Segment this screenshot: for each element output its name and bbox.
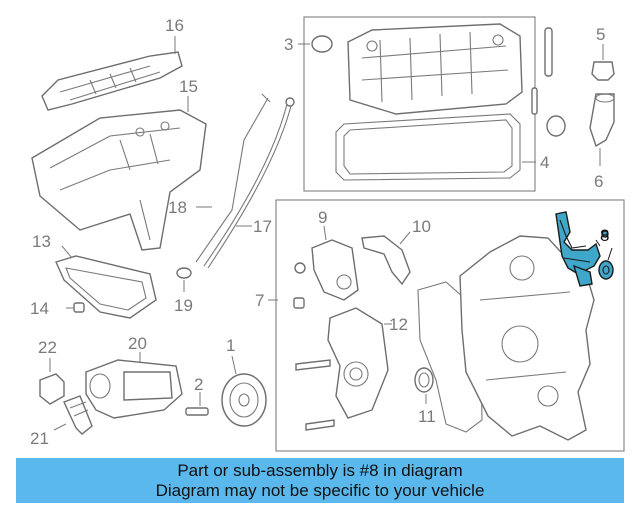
callout-19[interactable]: 19 bbox=[174, 296, 193, 315]
callout-22[interactable]: 22 bbox=[38, 338, 57, 357]
callout-9[interactable]: 9 bbox=[318, 208, 327, 227]
part-12-water-pump[interactable] bbox=[295, 307, 392, 431]
timing-cover bbox=[459, 235, 595, 441]
part-16-windage-tray[interactable] bbox=[41, 51, 183, 111]
banner-line-1: Part or sub-assembly is #8 in diagram bbox=[177, 461, 463, 480]
callout-14[interactable]: 14 bbox=[30, 299, 49, 318]
part-10-coolant-hose[interactable] bbox=[361, 231, 411, 286]
callout-21[interactable]: 21 bbox=[30, 429, 49, 448]
info-banner: Part or sub-assembly is #8 in diagram Di… bbox=[16, 458, 624, 503]
callout-12[interactable]: 12 bbox=[389, 315, 408, 334]
part-5-oil-filler-cap[interactable] bbox=[591, 44, 615, 81]
callout-7[interactable]: 7 bbox=[255, 291, 264, 310]
callout-8[interactable]: 8 bbox=[600, 226, 609, 245]
callout-18[interactable]: 18 bbox=[168, 198, 187, 217]
part-14-drain-plug[interactable] bbox=[66, 302, 85, 313]
callout-20[interactable]: 20 bbox=[128, 334, 147, 353]
part-15-oil-pan-upper[interactable] bbox=[31, 109, 207, 251]
part-3-cap-seal[interactable] bbox=[311, 35, 333, 53]
callout-5[interactable]: 5 bbox=[596, 25, 605, 44]
part-3-valve-cover[interactable] bbox=[347, 23, 523, 115]
callout-16[interactable]: 16 bbox=[165, 16, 184, 35]
timing-cover-gasket bbox=[417, 281, 483, 433]
callout-11[interactable]: 11 bbox=[418, 407, 436, 426]
valve-cover-fasteners bbox=[531, 27, 566, 137]
part-17-dipstick-tube[interactable] bbox=[203, 97, 295, 269]
banner-line-2: Diagram may not be specific to your vehi… bbox=[155, 481, 485, 500]
part-2-bolt[interactable] bbox=[185, 392, 209, 416]
part-20-oil-filter-housing[interactable] bbox=[85, 352, 183, 419]
group-box-7 bbox=[275, 199, 625, 452]
callout-13[interactable]: 13 bbox=[32, 232, 51, 251]
part-19-o-ring[interactable] bbox=[176, 267, 192, 292]
callout-15[interactable]: 15 bbox=[179, 77, 198, 96]
callout-1[interactable]: 1 bbox=[226, 336, 235, 355]
part-4-valve-cover-gasket[interactable] bbox=[335, 113, 521, 181]
part-21-oil-filter[interactable] bbox=[53, 395, 93, 435]
part-1-crankshaft-pulley[interactable] bbox=[221, 355, 267, 427]
part-9-thermostat-housing[interactable] bbox=[293, 225, 359, 309]
callout-17[interactable]: 17 bbox=[253, 217, 272, 236]
part-6-oil-filler-tube[interactable] bbox=[589, 93, 615, 166]
callout-6[interactable]: 6 bbox=[594, 172, 603, 191]
part-8-highlighted[interactable] bbox=[555, 211, 614, 287]
callout-4[interactable]: 4 bbox=[540, 153, 549, 172]
part-13-oil-pan-lower[interactable] bbox=[55, 255, 157, 319]
callout-3[interactable]: 3 bbox=[284, 35, 293, 54]
part-11-seal[interactable] bbox=[414, 367, 434, 404]
part-22-oil-filter-cap[interactable] bbox=[39, 358, 65, 405]
callout-10[interactable]: 10 bbox=[412, 217, 431, 236]
part-18-dipstick[interactable] bbox=[195, 93, 271, 263]
callout-2[interactable]: 2 bbox=[194, 375, 203, 394]
